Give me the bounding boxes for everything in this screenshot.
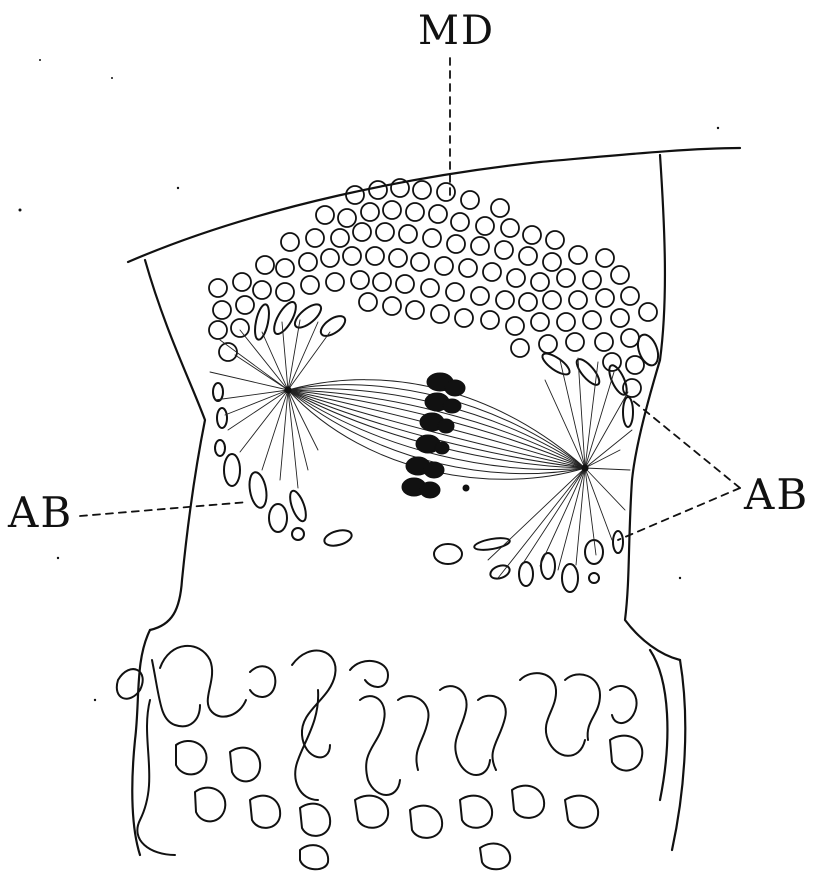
label-md: MD: [418, 8, 495, 54]
label-ab-left: AB: [8, 488, 73, 537]
aster-left: [210, 320, 330, 488]
cell-outline: [128, 148, 740, 855]
lower-vesicles: [117, 646, 642, 869]
label-ab-right: AB: [744, 470, 809, 519]
centrosome-left: [286, 388, 291, 393]
chromosomes: [402, 373, 469, 498]
centrosome-right: [583, 466, 588, 471]
